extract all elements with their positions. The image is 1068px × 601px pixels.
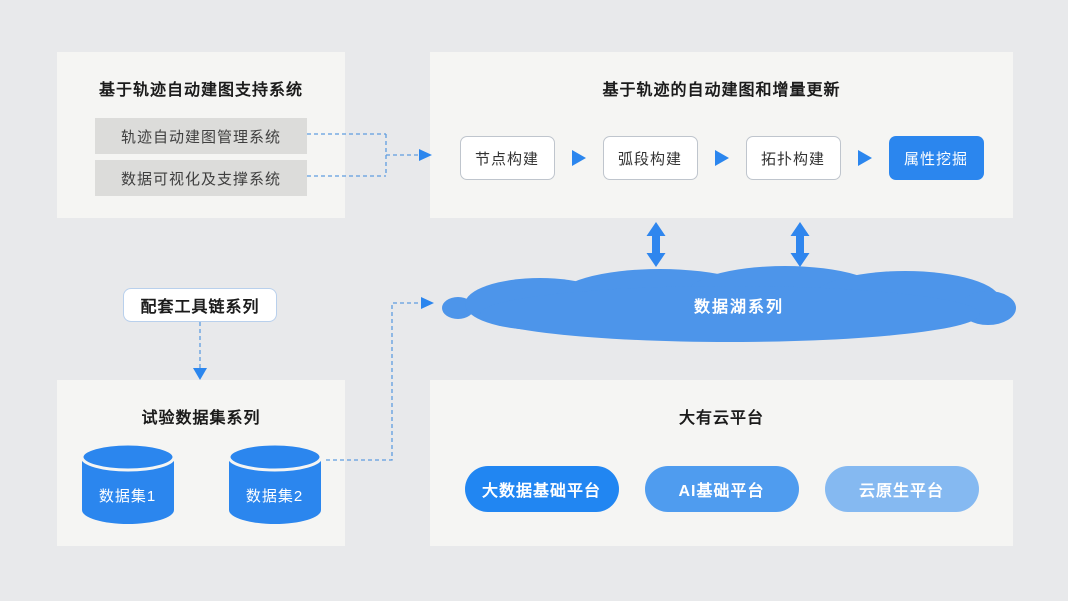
database-icon: 数据集2 — [226, 442, 324, 528]
support-system-items: 轨迹自动建图管理系统 数据可视化及支撑系统 — [95, 118, 307, 202]
pill-bigdata-platform: 大数据基础平台 — [464, 466, 619, 512]
flow-step-node-build: 节点构建 — [459, 136, 555, 180]
support-system-item-management: 轨迹自动建图管理系统 — [95, 118, 307, 154]
double-arrow-icon — [646, 222, 666, 267]
flow-step-topology-build: 拓扑构建 — [745, 136, 841, 180]
toolchain-box: 配套工具链系列 — [123, 288, 277, 322]
cloud-platform-pills: 大数据基础平台 AI基础平台 云原生平台 — [430, 466, 1013, 512]
flow-arrow-icon — [857, 150, 872, 166]
dataset-2-label: 数据集2 — [245, 488, 304, 505]
arrowhead-icon — [193, 368, 207, 380]
pill-cloudnative-platform: 云原生平台 — [824, 466, 979, 512]
dataset-1-label: 数据集1 — [98, 488, 157, 505]
flow-arrow-icon — [571, 150, 586, 166]
database-icon: 数据集1 — [79, 442, 177, 528]
double-arrow-icon — [790, 222, 810, 267]
data-lake-cloud-shape — [442, 266, 1016, 342]
auto-mapping-title: 基于轨迹的自动建图和增量更新 — [602, 82, 841, 99]
database-cylinder-shape — [227, 442, 322, 524]
flow-step-arc-build: 弧段构建 — [602, 136, 698, 180]
panel-support-system: 基于轨迹自动建图支持系统 轨迹自动建图管理系统 数据可视化及支撑系统 — [57, 52, 345, 218]
panel-auto-mapping: 基于轨迹的自动建图和增量更新 节点构建 弧段构建 拓扑构建 属性挖掘 — [430, 52, 1013, 218]
cloud-platform-title: 大有云平台 — [678, 410, 764, 427]
datasets-title: 试验数据集系列 — [141, 410, 261, 427]
arrowhead-icon — [421, 297, 434, 309]
flow-step-attribute-mining: 属性挖掘 — [888, 136, 984, 180]
auto-mapping-flow: 节点构建 弧段构建 拓扑构建 属性挖掘 — [430, 136, 1013, 180]
panel-datasets: 试验数据集系列 数据集1 数据集2 — [57, 380, 345, 546]
panel-cloud-platform: 大有云平台 大数据基础平台 AI基础平台 云原生平台 — [430, 380, 1013, 546]
support-system-title: 基于轨迹自动建图支持系统 — [98, 82, 303, 99]
flow-arrow-icon — [714, 150, 729, 166]
support-system-item-visualization: 数据可视化及支撑系统 — [95, 160, 307, 196]
dataset-cylinders: 数据集1 数据集2 — [57, 442, 345, 528]
pill-ai-platform: AI基础平台 — [644, 466, 799, 512]
data-lake-label: 数据湖系列 — [693, 298, 784, 316]
database-cylinder-shape — [80, 442, 175, 524]
